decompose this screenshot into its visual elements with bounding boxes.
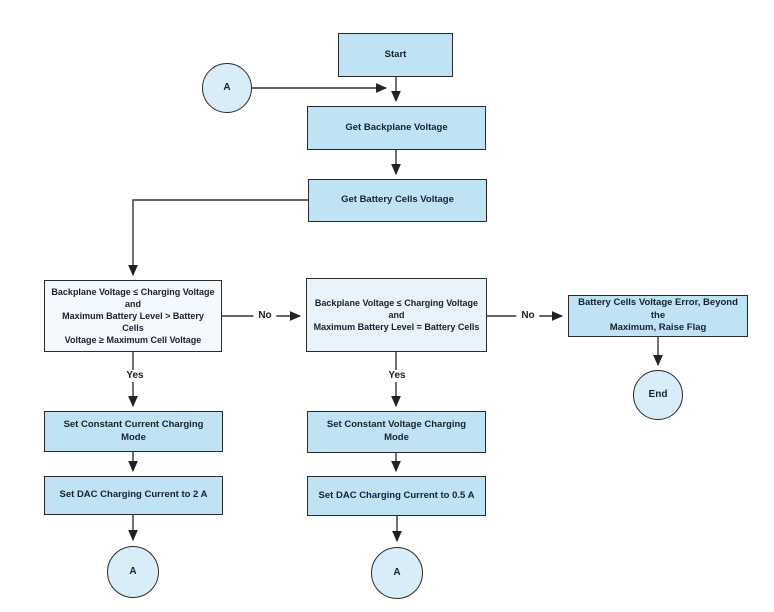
node-connector-a-top: A (202, 63, 252, 113)
node-set-constant-voltage-mode: Set Constant Voltage Charging Mode (307, 411, 486, 453)
edge-label-yes-mid: Yes (383, 370, 411, 382)
edge-label-yes-left: Yes (121, 370, 149, 382)
node-get-battery-cells-voltage: Get Battery Cells Voltage (308, 179, 487, 222)
node-decision-constant-voltage: Backplane Voltage ≤ Charging Voltage and… (306, 278, 487, 352)
edge-label-no-mid: No (516, 310, 540, 322)
node-connector-a-bottom-left: A (107, 546, 159, 598)
node-error-flag: Battery Cells Voltage Error, Beyond the … (568, 295, 748, 337)
node-set-dac-current-2a: Set DAC Charging Current to 2 A (44, 476, 223, 515)
node-connector-a-bottom-mid: A (371, 547, 423, 599)
node-set-constant-current-mode: Set Constant Current Charging Mode (44, 411, 223, 452)
edge-label-no-left: No (253, 310, 277, 322)
node-decision-constant-current: Backplane Voltage ≤ Charging Voltage and… (44, 280, 222, 352)
node-get-backplane-voltage: Get Backplane Voltage (307, 106, 486, 150)
node-start: Start (338, 33, 453, 77)
node-end: End (633, 370, 683, 420)
node-set-dac-current-05a: Set DAC Charging Current to 0.5 A (307, 476, 486, 516)
